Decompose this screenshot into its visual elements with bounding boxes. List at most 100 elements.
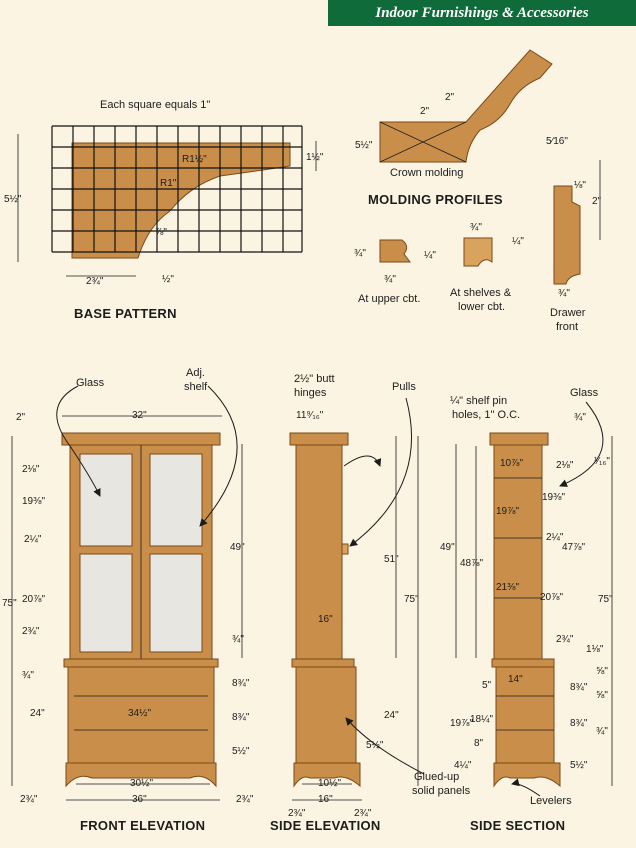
sec-k: 75" — [598, 594, 613, 605]
sec-q: ⅝" — [596, 690, 608, 701]
sec-h: 20⅞" — [540, 592, 563, 603]
side-section-title: SIDE SECTION — [470, 818, 565, 833]
section-glass-label: Glass — [570, 387, 599, 399]
section-glass-leader — [559, 401, 604, 487]
side-h51: 51" — [384, 554, 399, 565]
panels-label-2: solid panels — [412, 785, 471, 797]
side-waist — [291, 658, 355, 668]
sec-s: 19⅞" — [450, 718, 473, 729]
sec-x: 5½" — [570, 760, 588, 771]
section-crown — [489, 432, 549, 446]
side-h75: 75" — [404, 594, 419, 605]
shelf-pin-label-2: holes, 1" O.C. — [452, 409, 520, 421]
sec-j: 48⅞" — [460, 558, 483, 569]
front-side-left: 2¾" — [20, 794, 38, 805]
pulls-label: Pulls — [392, 381, 416, 393]
front-d4: 20⅞" — [22, 594, 45, 605]
front-d10: 5½" — [232, 746, 250, 757]
sec-o: ⅝" — [596, 666, 608, 677]
panels-label-1: Glued-up — [414, 771, 459, 783]
front-d2: 19⅜" — [22, 496, 45, 507]
front-top-width: 32" — [132, 410, 147, 421]
side-base — [293, 762, 361, 788]
drawer-d1: 5⁄16" — [546, 136, 568, 147]
side-section: ¼" shelf pin holes, 1" O.C. Glass Levele… — [440, 387, 613, 833]
sec-g: 21⅜" — [496, 582, 519, 593]
sec-u: 8" — [474, 738, 484, 749]
hinge-label-2: hinges — [294, 387, 327, 399]
section-banner: Indoor Furnishings & Accessories — [328, 0, 636, 26]
base-pattern-grid — [51, 125, 303, 253]
front-lower: 24" — [30, 708, 45, 719]
front-d5: 2¾" — [22, 626, 40, 637]
molding-profiles: 2" 2" 5½" Crown molding MOLDING PROFILES… — [354, 49, 602, 333]
side-crown — [289, 432, 349, 446]
levelers-label: Levelers — [530, 795, 572, 807]
shelf-pin-label-1: ¼" shelf pin — [450, 395, 507, 407]
sec-p: 8¾" — [570, 682, 588, 693]
front-crown — [61, 432, 221, 446]
shelves-d2: ¼" — [512, 235, 524, 247]
side-d16: 16" — [318, 614, 333, 625]
base-right-dim: 1½" — [306, 152, 324, 163]
upper-cabinet-label: At upper cbt. — [358, 293, 420, 305]
glass-pane-br — [149, 553, 203, 653]
side-pull — [341, 543, 349, 555]
front-upper: 49" — [230, 542, 245, 553]
drawer-label-1: Drawer — [550, 307, 586, 319]
levelers-leader — [511, 778, 541, 797]
sec-i: 49" — [440, 542, 455, 553]
drawer-label-2: front — [556, 321, 578, 333]
base-pattern-note: Each square equals 1" — [100, 99, 210, 111]
adj-shelf-leader — [199, 385, 238, 527]
sec-d34: ¾" — [574, 412, 586, 423]
side-depth-top: 11⁹⁄₁₆" — [296, 410, 324, 421]
sec-m: 1⅛" — [586, 644, 604, 655]
adj-shelf-label-2: shelf — [184, 381, 208, 393]
adj-shelf-label-1: Adj. — [186, 367, 205, 379]
glass-pane-tl — [79, 453, 133, 547]
sec-y: ¾" — [596, 726, 608, 737]
shelf-profile — [463, 237, 493, 267]
side-elevation: 2½" butt hinges Pulls Glued-up solid pan… — [270, 373, 471, 833]
sec-r: 5" — [482, 680, 492, 691]
base-pattern-title: BASE PATTERN — [74, 306, 177, 321]
base-pattern: Each square equals 1" 5½" 1½" R1½" R1" ⅞… — [4, 99, 324, 321]
sec-f: 47⅞" — [562, 542, 585, 553]
front-d7: ¾" — [232, 634, 244, 645]
front-d9: 8¾" — [232, 712, 250, 723]
shelves-label-1: At shelves & — [450, 287, 512, 299]
pulls-leader — [349, 397, 413, 547]
shelves-label-2: lower cbt. — [458, 301, 505, 313]
crown-mid-dim: 2" — [420, 106, 430, 117]
panels-leader — [345, 717, 425, 775]
front-elevation-title: FRONT ELEVATION — [80, 818, 205, 833]
plans-drawing: Each square equals 1" 5½" 1½" R1½" R1" ⅞… — [2, 49, 613, 833]
upper-d1: ¾" — [354, 248, 366, 259]
front-base-width: 30½" — [130, 778, 153, 789]
side-right: 2¾" — [354, 808, 372, 819]
front-d3: 2¼" — [24, 533, 42, 545]
base-bottom-dim: 2¾" — [86, 276, 104, 287]
glass-leader — [56, 385, 101, 497]
front-d6: ¾" — [22, 670, 34, 681]
side-h24: 24" — [384, 710, 399, 721]
front-lower-case — [67, 666, 215, 764]
sec-w: 4¼" — [454, 759, 472, 771]
sec-l: 2¾" — [556, 634, 574, 645]
front-total: 75" — [2, 598, 17, 609]
drawer-d3: 2" — [592, 196, 602, 207]
front-d8: 8¾" — [232, 678, 250, 689]
molding-profiles-title: MOLDING PROFILES — [368, 192, 503, 207]
sec-c: 19⅜" — [542, 492, 565, 503]
sec-b: 10⅞" — [500, 458, 523, 469]
section-upper-case — [493, 444, 543, 660]
front-side-right: 2¾" — [236, 794, 254, 805]
hinge-leader — [343, 455, 382, 467]
glass-pane-bl — [79, 553, 133, 653]
side-upper-case — [295, 444, 343, 660]
drawer-d2: ⅛" — [574, 180, 586, 191]
base-r1-dim: R1½" — [182, 154, 207, 165]
front-full-width: 36" — [132, 794, 147, 805]
crown-molding-label: Crown molding — [390, 167, 463, 179]
